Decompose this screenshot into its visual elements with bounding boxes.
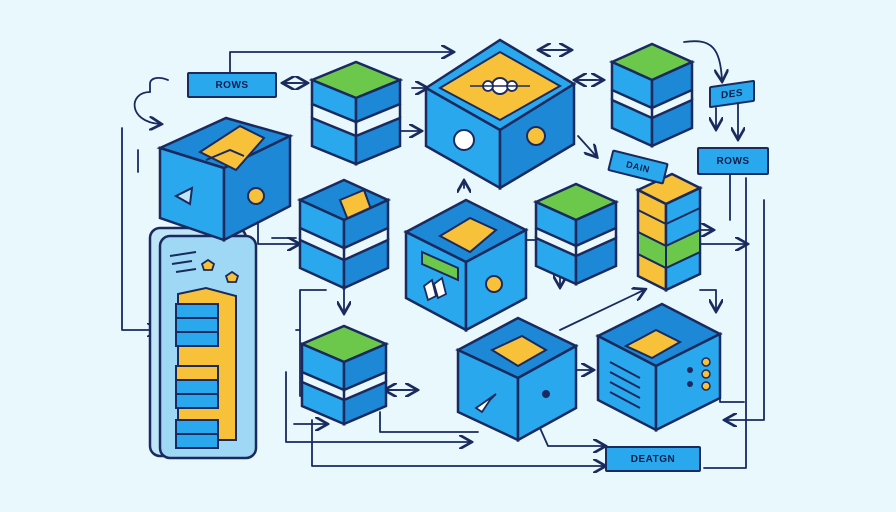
sun-icon <box>526 126 546 146</box>
rows-label-right: ROWS <box>697 147 769 175</box>
database-stack-3 <box>532 182 620 286</box>
hub-symbol-icon <box>470 77 530 95</box>
arrow-icon <box>474 393 497 414</box>
central-hub-box <box>423 38 577 191</box>
open-box-middle <box>403 198 529 333</box>
open-box-bottom-center <box>455 316 579 443</box>
sun-icon <box>247 187 265 205</box>
sun-icon <box>453 129 475 151</box>
server-box-bottom-right <box>595 302 723 433</box>
warning-triangle-icon <box>173 186 194 206</box>
left-panel <box>148 226 258 460</box>
rows-label-left: ROWS <box>187 72 277 98</box>
arrow-icon <box>422 276 448 302</box>
database-stack-icon <box>175 303 219 449</box>
open-box-top-left <box>156 116 294 243</box>
status-lights-icon <box>687 357 711 391</box>
database-stack-top-right <box>608 42 696 148</box>
database-stack-1 <box>308 60 404 166</box>
gear-icon <box>200 258 240 283</box>
deatgn-label: DEATGN <box>605 446 701 472</box>
database-stack-4 <box>298 324 390 426</box>
file-cabinet-right <box>635 172 703 293</box>
database-stack-2 <box>296 178 392 290</box>
sun-icon <box>485 275 503 293</box>
